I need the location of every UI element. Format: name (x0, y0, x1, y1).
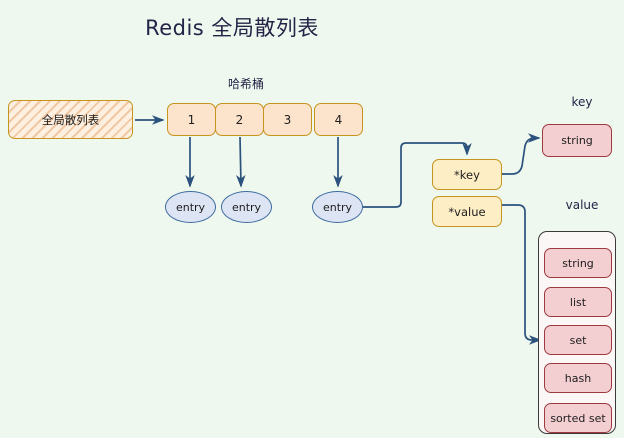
entry-node-2: entry (221, 191, 272, 223)
key-type-string: string (542, 124, 612, 157)
value-type-hash: hash (544, 363, 612, 393)
hash-bucket-cell-3: 3 (263, 103, 312, 136)
connector-value-to-set (502, 204, 542, 345)
connector-entry3-to-key (363, 142, 472, 208)
value-type-list: list (544, 287, 612, 317)
key-pointer-box: *key (432, 159, 502, 190)
value-type-sorted-set: sorted set (544, 403, 612, 433)
connector-key-to-string (502, 133, 541, 175)
value-type-string: string (544, 248, 612, 278)
entry-node-3: entry (312, 191, 363, 223)
hash-bucket-label: 哈希桶 (227, 76, 264, 91)
hash-bucket-cell-2: 2 (215, 103, 264, 136)
page-title: Redis 全局散列表 (145, 16, 319, 40)
value-type-set: set (544, 325, 612, 355)
connector-bucket2-to-entry2 (236, 136, 246, 188)
global-hash-table-box: 全局散列表 (8, 100, 133, 139)
hash-bucket-cell-1: 1 (167, 103, 216, 136)
value-label: value (565, 198, 599, 212)
hash-bucket-cell-4: 4 (314, 103, 363, 136)
key-label: key (571, 95, 593, 109)
value-pointer-box: *value (432, 196, 502, 227)
entry-node-1: entry (165, 191, 216, 223)
